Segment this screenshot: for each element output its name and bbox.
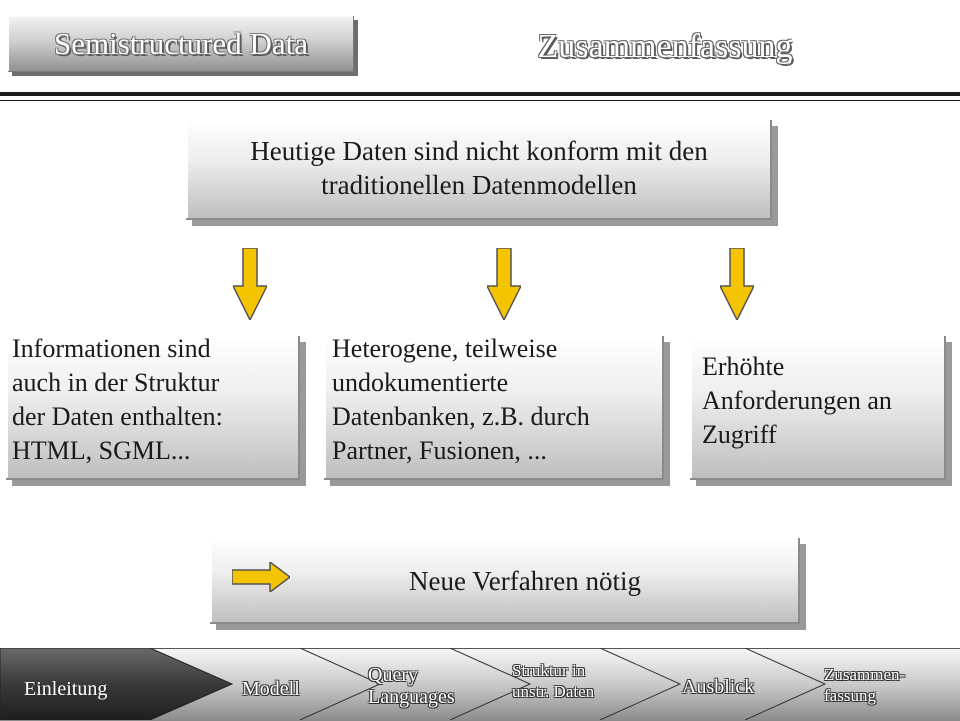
nav-item-struktur[interactable]: Struktur in unstr. Daten [512,660,594,702]
nav-label-query: Query [368,664,418,686]
left-reason-box: Informationen sind auch in der Struktur … [6,334,300,480]
right-arrow-icon [232,562,290,592]
left-line-3: der Daten enthalten: [12,402,223,431]
nav-item-query-languages[interactable]: Query Languages [368,664,455,708]
left-reason-text: Informationen sind auch in der Struktur … [12,332,294,468]
top-statement-text: Heutige Daten sind nicht konform mit den… [250,136,708,200]
top-statement-box: Heutige Daten sind nicht konform mit den… [186,120,772,220]
nav-label-einleitung: Einleitung [24,678,108,700]
nav-label-struktur-2: unstr. Daten [512,682,595,701]
slide-title: Zusammenfassung [537,28,793,65]
section-title: Semistructured Data [54,26,308,61]
header-rule-thin [0,100,960,101]
down-arrow-left [233,248,267,320]
nav-item-modell[interactable]: Modell [242,678,300,700]
nav-item-zusammenfassung[interactable]: Zusammen- fassung [824,664,905,706]
right-line-2: Anforderungen an [702,386,892,415]
middle-line-2: undokumentierte [332,368,509,397]
nav-label-zusammen: Zusammen- [824,665,906,684]
right-reason-text: Erhöhte Anforderungen an Zugriff [702,350,934,452]
middle-reason-box: Heterogene, teilweise undokumentierte Da… [324,334,664,480]
nav-label-fassung: fassung [824,686,876,705]
header-rule [0,92,960,96]
nav-label-ausblick: Ausblick [682,676,755,698]
conclusion-text: Neue Verfahren nötig [409,566,641,596]
nav-label-struktur-1: Struktur in [512,661,586,680]
section-title-tab: Semistructured Data [8,16,354,72]
conclusion-box: Neue Verfahren nötig [210,538,800,624]
nav-label-modell: Modell [242,678,300,700]
left-line-2: auch in der Struktur [12,368,220,397]
middle-reason-text: Heterogene, teilweise undokumentierte Da… [332,332,656,468]
right-reason-box: Erhöhte Anforderungen an Zugriff [690,336,946,480]
down-arrow-right [720,248,754,320]
middle-line-1: Heterogene, teilweise [332,334,558,363]
left-line-4: HTML, SGML... [12,436,191,465]
nav-item-einleitung[interactable]: Einleitung [24,678,107,700]
left-line-1: Informationen sind [12,334,211,363]
right-line-3: Zugriff [702,420,777,449]
navbar-chevrons [0,648,827,720]
middle-line-3: Datenbanken, z.B. durch [332,402,590,431]
right-line-1: Erhöhte [702,352,785,381]
middle-line-4: Partner, Fusionen, ... [332,436,547,465]
nav-item-ausblick[interactable]: Ausblick [682,676,754,698]
down-arrow-middle [487,248,521,320]
nav-label-languages: Languages [368,686,455,708]
